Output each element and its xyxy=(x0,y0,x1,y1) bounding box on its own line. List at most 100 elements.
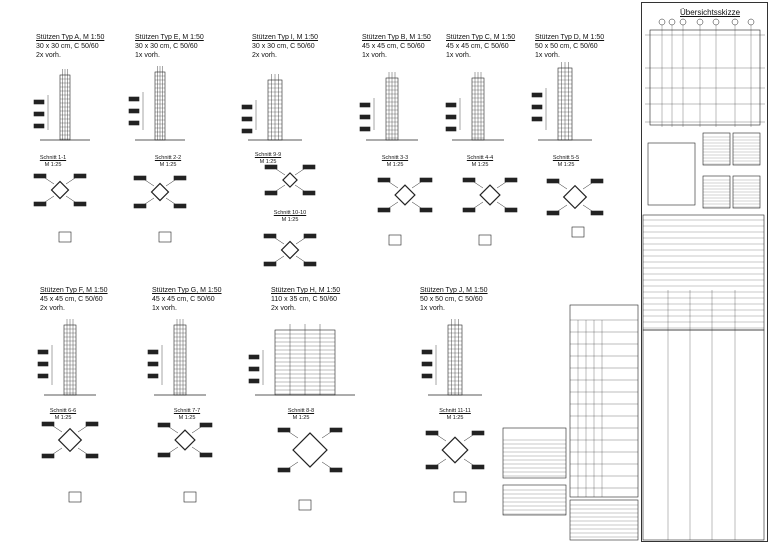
section-title: Schnitt 5-5 xyxy=(552,155,580,161)
leader-label xyxy=(421,373,433,379)
leader-label xyxy=(359,102,371,108)
position-label xyxy=(377,177,391,183)
section-title: Schnitt 11-11 xyxy=(439,408,471,414)
section-drawing xyxy=(292,432,328,468)
header-spec: 45 x 45 cm, C 50/60 xyxy=(40,296,103,303)
overview-plan-outline xyxy=(649,29,761,126)
position-label xyxy=(425,430,439,436)
stirrup-detail xyxy=(298,499,312,511)
section-scale: M 1:25 xyxy=(471,162,489,168)
section-scale: M 1:25 xyxy=(557,162,575,168)
position-label xyxy=(173,175,187,181)
header-spec: 45 x 45 cm, C 50/60 xyxy=(152,296,215,303)
position-label xyxy=(85,421,99,427)
section-title: Schnitt 8-8 xyxy=(287,408,315,414)
grid-axis-bubble xyxy=(668,18,676,26)
position-label xyxy=(277,467,291,473)
bending-schedule-table xyxy=(569,304,639,498)
section-scale: M 1:25 xyxy=(446,415,464,421)
stirrup-detail xyxy=(158,231,172,243)
position-label xyxy=(277,427,291,433)
leader-label xyxy=(445,114,457,120)
header-spec: 45 x 45 cm, C 50/60 xyxy=(362,43,425,50)
overview-title: Übersichtsskizze xyxy=(680,8,741,17)
header-title: Stützen Typ D, M 1:50 xyxy=(535,34,605,41)
revision-grid xyxy=(642,329,765,541)
position-label xyxy=(157,452,171,458)
section-title: Schnitt 10-10 xyxy=(273,210,307,216)
header-title: Stützen Typ H, M 1:50 xyxy=(271,287,341,294)
leader-label xyxy=(531,116,543,122)
position-label xyxy=(303,261,317,267)
section-drawing xyxy=(282,172,298,188)
weight-table xyxy=(569,499,639,541)
leader-label xyxy=(241,128,253,134)
section-scale: M 1:25 xyxy=(292,415,310,421)
leader-label xyxy=(128,120,140,126)
section-drawing xyxy=(441,436,469,464)
position-label xyxy=(462,207,476,213)
header-count: 1x vorh. xyxy=(135,52,160,59)
header-count: 2x vorh. xyxy=(252,52,277,59)
section-title: Schnitt 3-3 xyxy=(381,155,409,161)
detail-box xyxy=(647,142,696,206)
position-label xyxy=(73,173,87,179)
position-label xyxy=(302,190,316,196)
position-label xyxy=(302,164,316,170)
leader-label xyxy=(33,99,45,105)
position-label xyxy=(73,201,87,207)
title-panel xyxy=(641,2,768,542)
header-spec: 30 x 30 cm, C 50/60 xyxy=(36,43,99,50)
grid-axis-bubble xyxy=(679,18,687,26)
position-label xyxy=(157,422,171,428)
column-header-a: Stützen Typ A, M 1:50 30 x 30 cm, C 50/60… xyxy=(36,33,104,60)
column-header-b: Stützen Typ B, M 1:50 45 x 45 cm, C 50/60… xyxy=(362,33,431,60)
header-spec: 110 x 35 cm, C 50/60 xyxy=(271,296,338,303)
grid-axis-bubble xyxy=(731,18,739,26)
stirrup-detail xyxy=(571,226,585,238)
position-label xyxy=(471,464,485,470)
section-title: Schnitt 4-4 xyxy=(466,155,494,161)
position-label xyxy=(546,178,560,184)
grid-axis-bubble xyxy=(696,18,704,26)
stirrup-detail xyxy=(183,491,197,503)
header-count: 2x vorh. xyxy=(271,305,296,312)
stirrup-detail xyxy=(478,234,492,246)
position-label xyxy=(199,422,213,428)
leader-label xyxy=(37,361,49,367)
leader-label xyxy=(37,349,49,355)
section-scale: M 1:25 xyxy=(178,415,196,421)
header-count: 2x vorh. xyxy=(36,52,61,59)
position-label xyxy=(471,430,485,436)
grid-axis-bubble xyxy=(712,18,720,26)
position-label xyxy=(419,177,433,183)
header-count: 2x vorh. xyxy=(40,305,65,312)
leader-label xyxy=(248,366,260,372)
position-label xyxy=(329,467,343,473)
position-label xyxy=(264,190,278,196)
leader-label xyxy=(241,104,253,110)
section-drawing xyxy=(50,180,70,200)
leader-label xyxy=(445,102,457,108)
header-spec: 45 x 45 cm, C 50/60 xyxy=(446,43,509,50)
header-title: Stützen Typ A, M 1:50 xyxy=(36,34,105,41)
position-label xyxy=(33,173,47,179)
leader-label xyxy=(128,108,140,114)
header-count: 1x vorh. xyxy=(420,305,445,312)
position-label xyxy=(590,210,604,216)
header-title: Stützen Typ B, M 1:50 xyxy=(362,34,431,41)
leader-label xyxy=(241,116,253,122)
header-spec: 30 x 30 cm, C 50/60 xyxy=(135,43,198,50)
header-count: 1x vorh. xyxy=(446,52,471,59)
grid-axis-bubble xyxy=(658,18,666,26)
